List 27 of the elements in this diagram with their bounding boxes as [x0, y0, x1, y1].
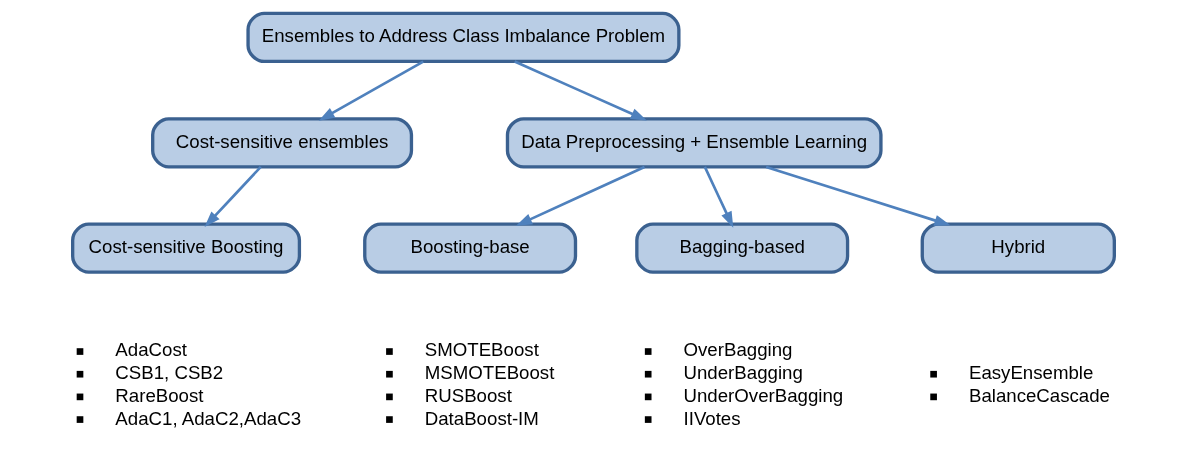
node-label: CSB1, CSB2	[114, 362, 223, 384]
node-box: Cost-sensitive Boosting	[70, 222, 301, 274]
node-box: Boosting-base	[362, 222, 577, 274]
node-label: OverBagging	[683, 339, 792, 361]
node-label: UnderOverBagging	[683, 384, 843, 406]
node-label: RareBoost	[114, 384, 204, 406]
node-label: SMOTEBoost	[424, 339, 539, 361]
node-label: BalanceCascade	[968, 384, 1110, 406]
arrow	[765, 165, 950, 226]
node-label: MSMOTEBoost	[424, 362, 554, 384]
node-box: Hybrid	[920, 222, 1116, 274]
arrow	[318, 60, 424, 121]
node-label: RUSBoost	[424, 384, 512, 406]
node-box: Bagging-based	[634, 222, 849, 274]
node-label: IIVotes	[683, 407, 741, 429]
arrow	[204, 166, 262, 228]
node-label: DataBoost-IM	[424, 407, 539, 429]
node-label: AdaCost	[114, 339, 187, 361]
node-label: UnderBagging	[683, 362, 803, 384]
arrow	[703, 166, 733, 228]
node-label: EasyEnsemble	[968, 362, 1093, 384]
node-box: Ensembles to Address Class Imbalance Problem	[245, 11, 681, 64]
node-label: AdaC1, AdaC2,AdaC3	[114, 407, 301, 429]
node-box: Cost-sensitive ensembles	[150, 117, 413, 169]
arrow	[513, 60, 647, 121]
node-box: Data Preprocessing + Ensemble Learning	[505, 117, 883, 169]
arrow	[515, 165, 645, 226]
